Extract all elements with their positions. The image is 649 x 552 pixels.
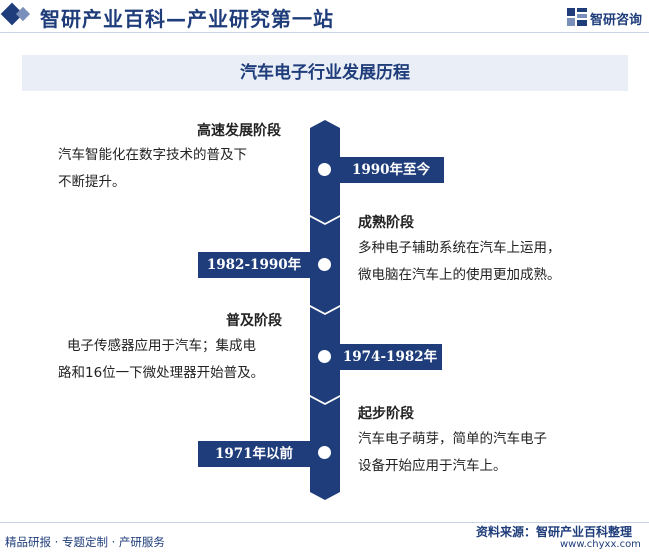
stage-2-desc-line-1: 多种电子辅助系统在汽车上运用， [358,240,561,256]
stage-2-title: 成熟阶段 [358,215,414,231]
stage-1-desc-line-2: 不断提升。 [58,174,126,190]
stage-4-desc-line-1: 汽车电子萌芽，简单的汽车电子 [358,431,547,447]
stage-3-desc-line-1: 电子传感器应用于汽车；集成电 [67,338,256,354]
banner-title: 汽车电子行业发展历程 [240,63,410,83]
footer-services: 精品研报 · 专题定制 · 产研服务 [5,535,165,549]
stage-1-title: 高速发展阶段 [197,123,281,139]
footer-divider [0,522,649,523]
stage-2-dot [318,258,331,271]
stage-1-period: 1990年至今 [338,157,444,183]
title-banner [22,55,628,91]
timeline-spine [310,120,340,500]
footer-url: www.chyxx.com [560,539,641,550]
stage-4-title: 起步阶段 [358,406,414,422]
stage-3-dot [318,350,331,363]
stage-4-dot [318,446,331,459]
header-divider [0,32,649,33]
logo-icon [567,8,587,26]
stage-3-period: 1974-1982年 [338,344,442,370]
stage-1-dot [318,163,331,176]
footer-source: 资料来源：智研产业百科整理 [476,525,633,539]
stage-1-desc-line-1: 汽车智能化在数字技术的普及下 [58,147,247,163]
stage-2-period: 1982-1990年 [198,252,310,278]
stage-3-desc-line-2: 路和16位一下微处理器开始普及。 [58,365,265,381]
stage-4-desc-line-2: 设备开始应用于汽车上。 [358,458,507,474]
stage-3-title: 普及阶段 [226,313,282,329]
stage-4-period: 1971年以前 [198,441,310,467]
logo-text: 智研咨询 [590,13,643,28]
stage-2-desc-line-2: 微电脑在汽车上的使用更加成熟。 [358,267,561,283]
header-title: 智研产业百科—产业研究第一站 [40,7,334,31]
